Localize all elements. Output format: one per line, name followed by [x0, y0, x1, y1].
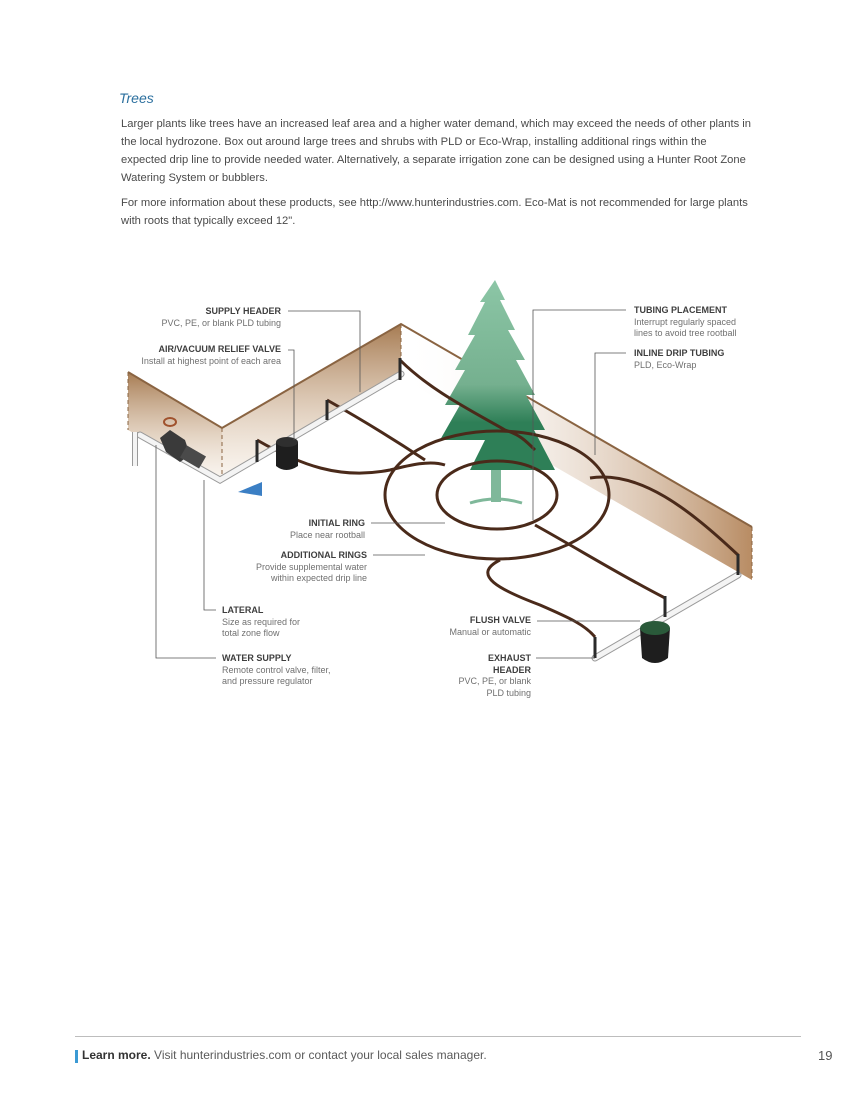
- soil-wall-back: [222, 324, 401, 482]
- footer-learn-more: Learn more. Visit hunterindustries.com o…: [82, 1048, 487, 1062]
- soil-wall-left: [128, 372, 222, 482]
- body-paragraph-2: For more information about these product…: [121, 197, 748, 227]
- label-additional-rings: ADDITIONAL RINGS Provide supplemental wa…: [255, 550, 367, 583]
- air-vacuum-valve-icon: [276, 437, 298, 470]
- label-inline-drip-tubing: INLINE DRIP TUBING PLD, Eco-Wrap: [634, 348, 725, 370]
- label-initial-ring: INITIAL RING Place near rootball: [289, 518, 365, 540]
- inline-drip-line-6: [486, 558, 597, 638]
- water-supply-valve-icon: [160, 417, 207, 469]
- footer-message: Visit hunterindustries.com or contact yo…: [154, 1048, 487, 1062]
- flush-valve-icon: [640, 621, 670, 663]
- label-exhaust-header: EXHAUST HEADER PVC, PE, or blank PLD tub…: [458, 653, 531, 698]
- section-title: Trees: [119, 90, 154, 106]
- label-tubing-placement: TUBING PLACEMENT Interrupt regularly spa…: [634, 305, 737, 338]
- footer-accent-bar: [75, 1050, 78, 1063]
- body-paragraph-1: Larger plants like trees have an increas…: [121, 118, 751, 184]
- label-lateral: LATERAL Size as required for total zone …: [222, 605, 301, 638]
- additional-ring: [383, 429, 611, 561]
- inline-drip-line-1: [398, 358, 537, 452]
- label-water-supply: WATER SUPPLY Remote control valve, filte…: [222, 653, 331, 686]
- soil-edge: [127, 322, 753, 528]
- label-air-vacuum-relief-valve: AIR/VACUUM RELIEF VALVE Install at highe…: [141, 344, 281, 366]
- inline-drip-line-5: [534, 523, 666, 600]
- page-number: 19: [818, 1048, 833, 1063]
- initial-ring: [435, 459, 559, 531]
- footer-divider: [75, 1036, 801, 1037]
- flow-arrow-icon: [238, 482, 262, 496]
- label-supply-header: SUPPLY HEADER PVC, PE, or blank PLD tubi…: [161, 306, 281, 328]
- label-flush-valve: FLUSH VALVE Manual or automatic: [449, 615, 531, 637]
- inline-drip-line-4: [589, 475, 740, 557]
- tree-icon: [440, 280, 555, 505]
- footer-lead: Learn more.: [82, 1048, 151, 1062]
